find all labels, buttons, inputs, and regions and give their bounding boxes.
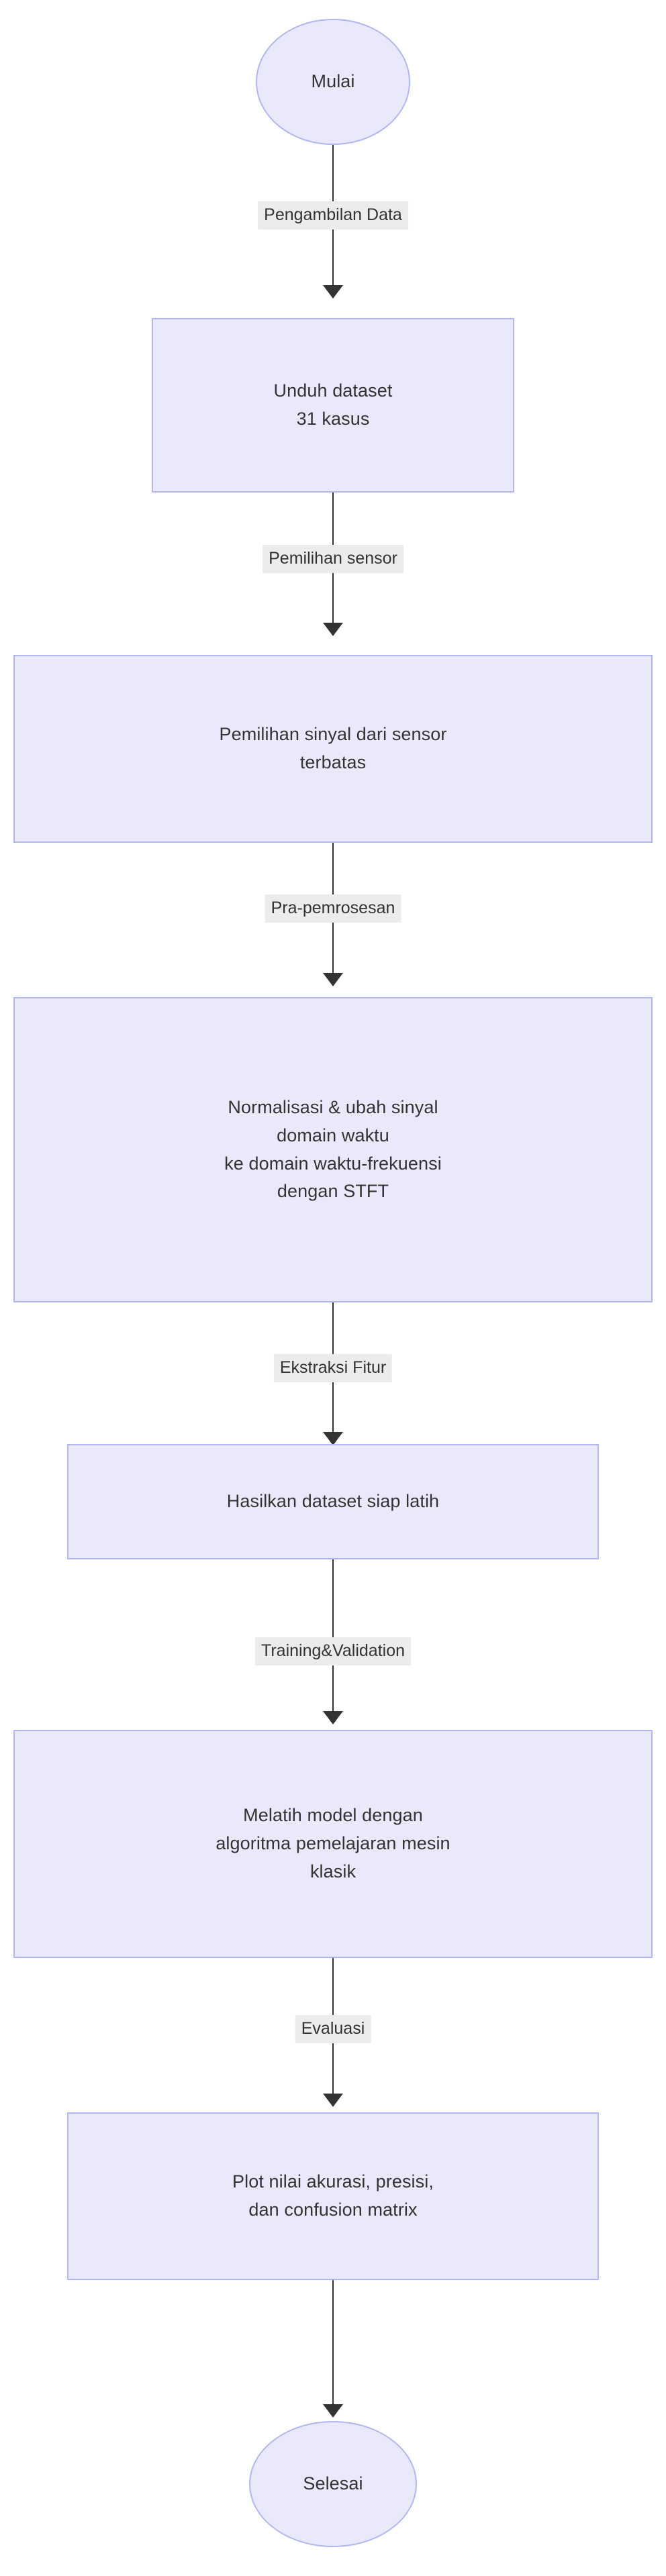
edge-label-pemilihan-sensor: Pemilihan sensor [263,545,403,573]
node-normalisasi-stft[interactable]: Normalisasi & ubah sinyal domain waktu k… [13,997,653,1302]
node-end-selesai-label: Selesai [303,2473,363,2494]
node-hasilkan-dataset-label: Hasilkan dataset siap latih [226,1491,440,1512]
node-melatih-model-label: Melatih model dengan algoritma pemelajar… [216,1805,450,1882]
edge-label-training-validation: Training&Validation [254,1637,412,1665]
edge-label-evaluasi: Evaluasi [295,2015,371,2043]
node-pemilihan-sinyal[interactable]: Pemilihan sinyal dari sensor terbatas [13,655,653,843]
node-normalisasi-stft-label: Normalisasi & ubah sinyal domain waktu k… [224,1096,442,1202]
edge-arrow-melatih-to-plot [323,2094,343,2107]
edge-label-ekstraksi-fitur: Ekstraksi Fitur [273,1354,393,1382]
node-end-selesai[interactable]: Selesai [249,2421,417,2547]
node-plot-metrik[interactable]: Plot nilai akurasi, presisi, dan confusi… [67,2112,599,2280]
edge-arrow-plot-to-end [323,2404,343,2418]
node-start-mulai-label: Mulai [311,71,355,92]
edge-label-pengambilan-data: Pengambilan Data [258,201,408,229]
edge-line-plot-to-end [332,2280,334,2409]
node-pemilihan-sinyal-label: Pemilihan sinyal dari sensor terbatas [219,724,447,772]
edge-label-pra-pemrosesan: Pra-pemrosesan [265,894,401,923]
edge-arrow-hasilkan-to-melatih [323,1711,343,1724]
node-unduh-dataset[interactable]: Unduh dataset 31 kasus [152,318,514,493]
node-start-mulai[interactable]: Mulai [256,19,410,145]
node-hasilkan-dataset[interactable]: Hasilkan dataset siap latih [67,1444,599,1559]
node-unduh-dataset-label: Unduh dataset 31 kasus [273,380,393,429]
edge-arrow-unduh-to-pemilihan [323,623,343,636]
edge-arrow-normalisasi-to-hasilkan [323,1432,343,1445]
node-melatih-model[interactable]: Melatih model dengan algoritma pemelajar… [13,1730,653,1958]
edge-arrow-pemilihan-to-normalisasi [323,973,343,986]
edge-arrow-start-to-unduh [323,285,343,299]
node-plot-metrik-label: Plot nilai akurasi, presisi, dan confusi… [232,2171,434,2220]
